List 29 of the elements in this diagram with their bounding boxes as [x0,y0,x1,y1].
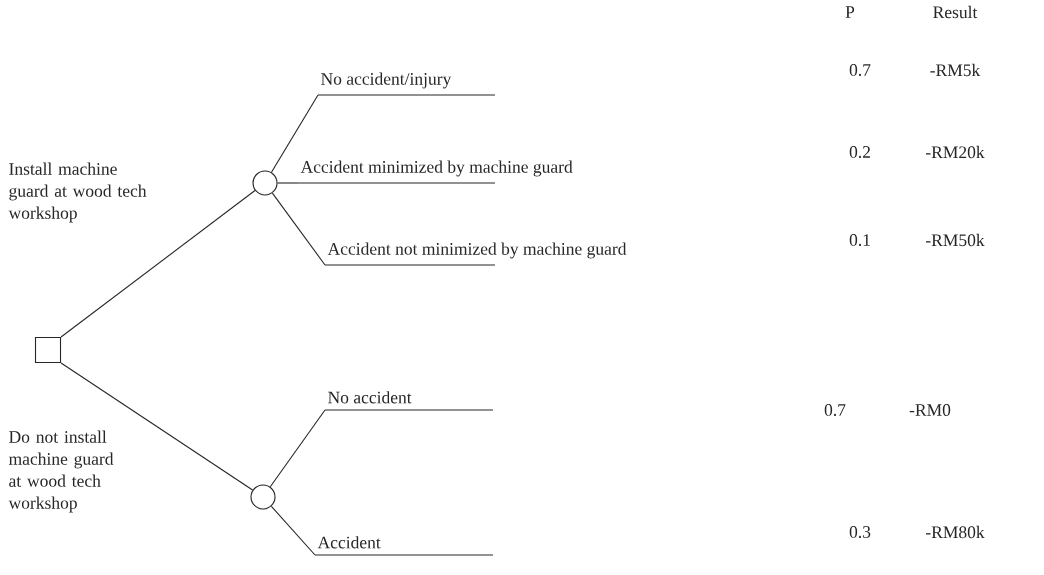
outcome-branch: Accident not minimized by machine guard [324,242,627,266]
chance-circle [250,484,276,510]
outcome-branch: Accident [314,536,494,556]
branch-line [270,94,319,173]
outcome-branch: Accident minimized by machine guard [297,160,573,184]
branch-line [277,182,299,184]
table-value: 0.1 [849,234,870,246]
table-value: 0.7 [849,64,871,76]
table-value: -RM80k [926,525,985,539]
table-value: 0.2 [849,146,870,158]
table-value: P [845,6,855,18]
decision-square [34,336,62,364]
table-value: -RM5k [930,63,981,77]
table-value: -RM20k [926,145,985,159]
chance-circle [252,170,278,196]
branch-line [270,505,316,556]
branch-line [269,409,326,488]
table-value: -RM50k [926,233,985,247]
table-value: -RM0 [909,404,951,416]
branch-line [60,190,256,338]
branch-line [271,192,326,266]
branch-label: Install machine guard at wood tech workshop [8,162,147,223]
outcome-branch: No accident/injury [317,72,496,96]
branch-line [60,362,254,491]
branch-label: Do not install machine guard at wood tech workshop [8,430,114,513]
table-value: Result [933,5,978,19]
table-value: 0.7 [824,404,846,416]
outcome-branch: No accident [324,391,494,411]
table-value: 0.3 [849,526,871,538]
